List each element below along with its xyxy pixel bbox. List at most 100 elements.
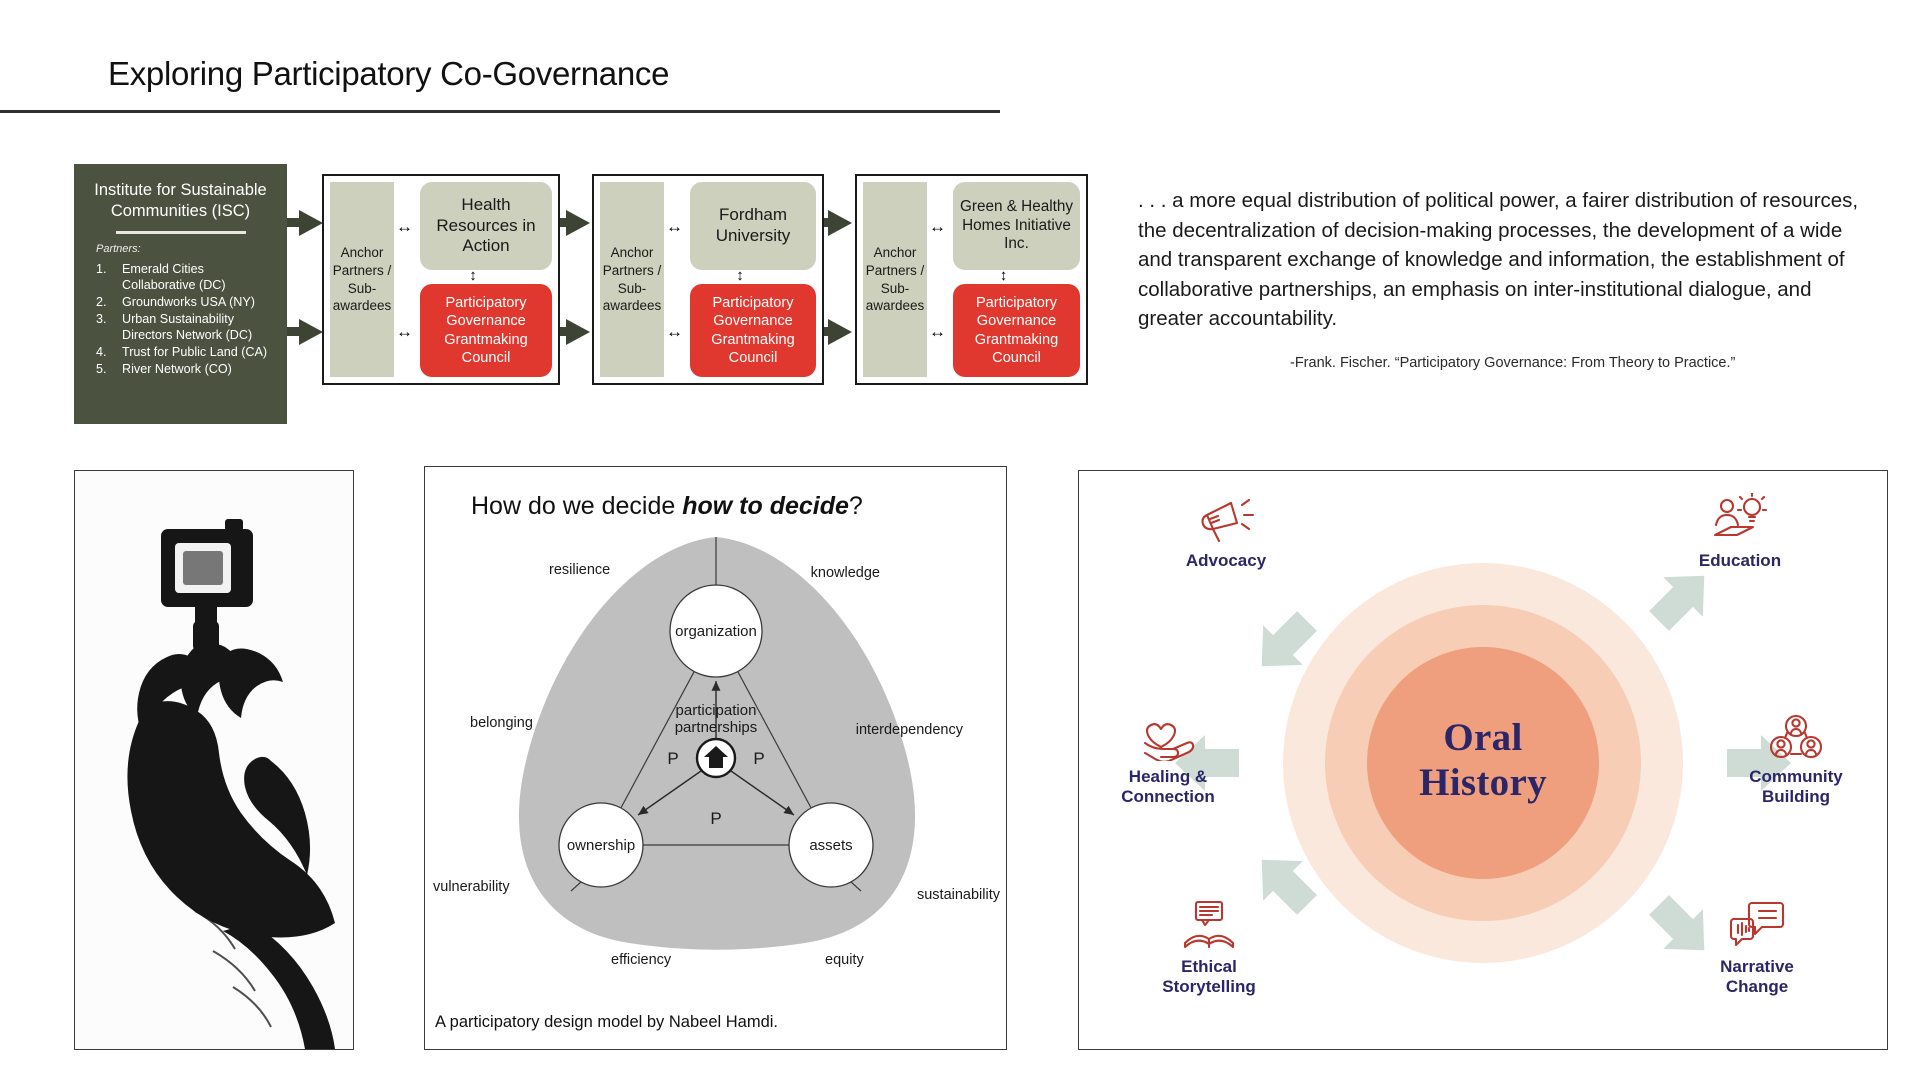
hamdi-title-plain: How do we decide xyxy=(471,492,683,520)
hamdi-caption: A participatory design model by Nabeel H… xyxy=(435,1013,779,1031)
outer-label-efficiency: efficiency xyxy=(611,952,672,968)
list-item-number: 1. xyxy=(96,261,107,276)
connector-bar-g1g2-bottom xyxy=(560,327,570,336)
list-item: 5. River Network (CO) xyxy=(96,361,275,377)
bidirectional-arrow-icon: ↔ xyxy=(929,322,946,341)
list-item-number: 2. xyxy=(96,294,107,309)
list-item-label: River Network (CO) xyxy=(122,362,232,377)
connector-arrow-top xyxy=(299,210,323,236)
flow-group-right: ↔ ↔ ↕ Fordham University Participatory G… xyxy=(664,182,816,377)
flow-group-right: ↔ ↔ ↕ Health Resources in Action Partici… xyxy=(394,182,552,377)
oral-history-node-ethical-storytelling: Ethical Storytelling xyxy=(1109,899,1309,998)
hamdi-model-svg: organization ownership assets participat… xyxy=(433,537,1001,968)
node-label-organization: organization xyxy=(675,623,757,640)
list-item-label: Groundworks USA (NY) xyxy=(122,294,255,309)
arrow-upper-left xyxy=(1261,611,1317,667)
oral-history-panel: Oral History Advocacy xyxy=(1078,470,1888,1050)
outer-label-resilience: resilience xyxy=(549,562,610,578)
center-label-line-1: Oral xyxy=(1443,715,1523,759)
node-label: Narrative Change xyxy=(1720,957,1794,997)
oral-history-node-healing: Healing & Connection xyxy=(1073,713,1263,808)
list-item-label: Trust for Public Land (CA) xyxy=(122,345,268,360)
bidirectional-arrow-icon: ↔ xyxy=(666,322,683,341)
open-book-icon xyxy=(1183,900,1235,949)
connector-bar-g1g2-top xyxy=(560,218,570,227)
oral-history-node-community: Community Building xyxy=(1701,713,1891,808)
quote-attribution: -Frank. Fischer. “Participatory Governan… xyxy=(1290,355,1736,371)
arrow-lower-right xyxy=(1649,895,1705,951)
isc-partner-box: Institute for Sustainable Communities (I… xyxy=(74,164,287,424)
list-item-label: Emerald Cities Collaborative (DC) xyxy=(122,261,226,292)
list-item: 3. Urban Sustainability Directors Networ… xyxy=(96,311,275,343)
center-label-line-2: History xyxy=(1419,761,1547,804)
bidirectional-arrow-icon: ↔ xyxy=(396,217,413,236)
hamdi-diagram-panel: How do we decide how to decide? xyxy=(424,466,1007,1050)
connector-arrow-g2g3-top xyxy=(828,210,852,236)
anchor-partners-column: Anchor Partners / Sub-awardees xyxy=(600,182,664,377)
council-box: Participatory Governance Grantmaking Cou… xyxy=(953,284,1080,377)
outer-label-sustainability: sustainability xyxy=(917,887,1001,903)
quote-text: . . . a more equal distribution of polit… xyxy=(1138,189,1859,331)
node-label-assets: assets xyxy=(809,837,852,854)
organization-box: Fordham University xyxy=(690,182,816,270)
node-label: Advocacy xyxy=(1185,551,1267,570)
center-label-line1: participation xyxy=(676,702,757,719)
arrow-upper-right xyxy=(1649,575,1705,631)
hand-holding-camera-illustration xyxy=(75,471,353,1049)
council-box: Participatory Governance Grantmaking Cou… xyxy=(420,284,552,377)
outer-label-equity: equity xyxy=(825,952,864,968)
council-box: Participatory Governance Grantmaking Cou… xyxy=(690,284,816,377)
vertical-bidirectional-arrow-icon: ↕ xyxy=(999,267,1008,284)
flow-group-green-healthy-homes: Anchor Partners / Sub-awardees ↔ ↔ ↕ Gre… xyxy=(855,174,1088,385)
house-icon xyxy=(704,746,728,768)
outer-label-knowledge: knowledge xyxy=(811,565,880,581)
oral-history-node-narrative-change: Narrative Change xyxy=(1657,899,1857,998)
node-label: Community Building xyxy=(1749,767,1843,807)
arrow-lower-left xyxy=(1261,859,1317,915)
bidirectional-arrow-icon: ↔ xyxy=(666,217,683,236)
connector-bar-top xyxy=(287,218,303,227)
person-lightbulb-icon xyxy=(1713,493,1768,537)
node-organization xyxy=(669,584,763,678)
oral-history-node-advocacy: Advocacy xyxy=(1131,493,1321,571)
p-label-left: P xyxy=(667,749,678,768)
organization-box: Health Resources in Action xyxy=(420,182,552,270)
oral-history-diagram xyxy=(1175,563,1791,963)
flow-group-fordham: Anchor Partners / Sub-awardees ↔ ↔ ↕ For… xyxy=(592,174,824,385)
center-label-line2: partnerships xyxy=(675,719,758,736)
oral-history-center-label: Oral History xyxy=(1419,715,1547,805)
node-ownership xyxy=(558,802,644,888)
megaphone-icon xyxy=(1201,498,1255,543)
anchor-partners-column: Anchor Partners / Sub-awardees xyxy=(330,182,394,377)
connector-arrow-g1g2-bottom xyxy=(566,319,590,345)
isc-partners-label: Partners: xyxy=(96,242,141,255)
node-label-ownership: ownership xyxy=(567,837,635,854)
outer-label-belonging: belonging xyxy=(470,715,533,731)
node-label: Education xyxy=(1698,551,1782,570)
connector-arrow-bottom xyxy=(299,319,323,345)
vertical-bidirectional-arrow-icon: ↕ xyxy=(469,267,477,284)
flow-group-right: ↔ ↔ ↕ Green & Healthy Homes Initiative I… xyxy=(927,182,1080,377)
arrow-left xyxy=(1175,735,1239,791)
list-item: 4. Trust for Public Land (CA) xyxy=(96,344,275,360)
organization-box: Green & Healthy Homes Initiative Inc. xyxy=(953,182,1080,270)
photo-panel xyxy=(74,470,354,1050)
connector-bar-bottom xyxy=(287,327,303,336)
isc-divider xyxy=(115,231,246,234)
isc-partner-list: 1. Emerald Cities Collaborative (DC) 2. … xyxy=(84,261,277,378)
p-label-right: P xyxy=(753,749,764,768)
bidirectional-arrow-icon: ↔ xyxy=(929,217,946,236)
oral-history-node-education: Education xyxy=(1645,493,1835,571)
list-item-label: Urban Sustainability Directors Network (… xyxy=(122,312,253,343)
anchor-partners-column: Anchor Partners / Sub-awardees xyxy=(863,182,927,377)
title-divider xyxy=(0,110,1000,113)
outer-label-vulnerability: vulnerability xyxy=(433,879,510,895)
vertical-bidirectional-arrow-icon: ↕ xyxy=(736,267,744,284)
hand-heart-icon xyxy=(1143,723,1195,761)
flow-group-health-resources: Anchor Partners / Sub-awardees ↔ ↔ ↕ Hea… xyxy=(322,174,560,385)
node-label: Healing & Connection xyxy=(1121,767,1215,807)
list-item: 2. Groundworks USA (NY) xyxy=(96,294,275,310)
isc-title: Institute for Sustainable Communities (I… xyxy=(94,181,267,221)
circle-inner xyxy=(1367,647,1599,879)
hamdi-title-emphasis: how to decide xyxy=(682,492,849,520)
